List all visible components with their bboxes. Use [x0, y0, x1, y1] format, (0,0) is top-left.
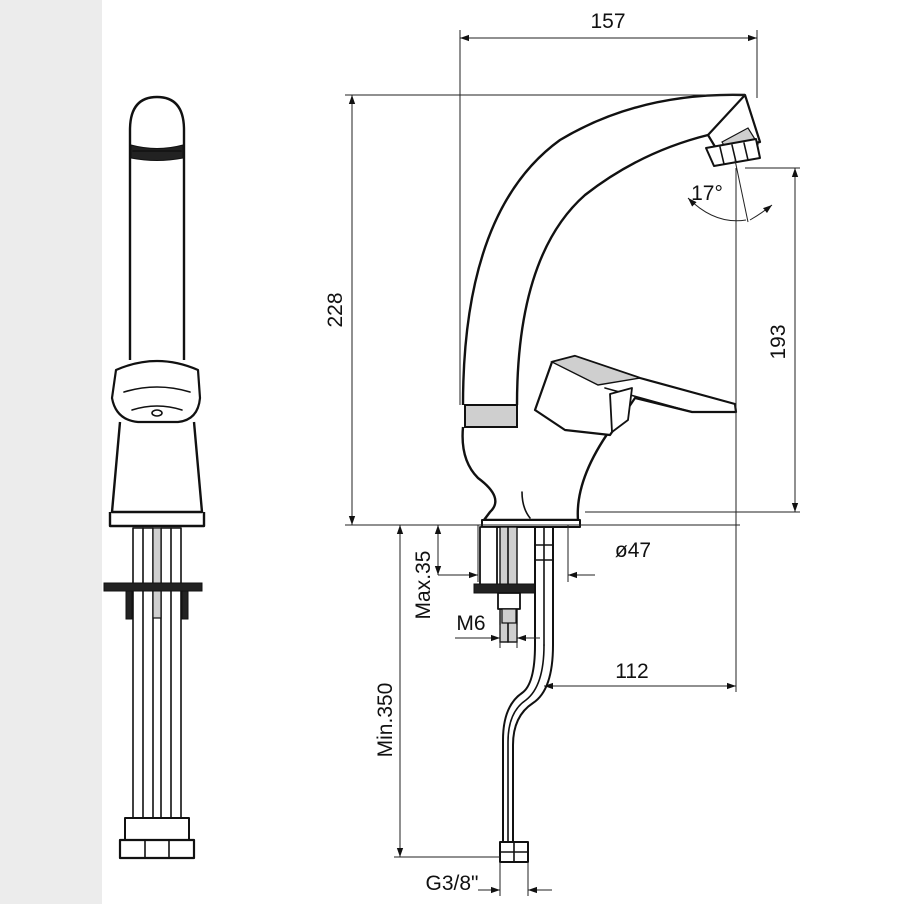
front-collar [464, 404, 518, 428]
label-base-diameter: ø47 [615, 539, 651, 562]
label-spout-height: 193 [767, 324, 790, 359]
label-reach: 112 [615, 660, 648, 683]
label-total-height: 228 [324, 292, 347, 327]
side-fixing-plate [103, 582, 203, 592]
side-aerator [130, 144, 184, 161]
front-body [461, 426, 611, 522]
side-spout-tube [128, 95, 186, 360]
front-view [461, 93, 762, 863]
side-lever [110, 359, 202, 424]
label-total-width: 157 [590, 10, 625, 33]
label-spout-angle: 17° [691, 182, 723, 205]
dimension-lines [345, 30, 800, 896]
label-min-hose-length: Min.350 [374, 683, 397, 758]
side-body [110, 421, 204, 514]
side-hose-nuts [118, 838, 196, 860]
front-spout [461, 93, 746, 406]
label-connection: G3/8" [426, 872, 479, 895]
dimension-labels: 157 228 193 17° ø47 Max.35 M6 Min.350 11… [324, 10, 790, 895]
label-max-thickness: Max.35 [412, 551, 435, 620]
label-thread: M6 [456, 612, 485, 635]
side-view [103, 95, 206, 860]
